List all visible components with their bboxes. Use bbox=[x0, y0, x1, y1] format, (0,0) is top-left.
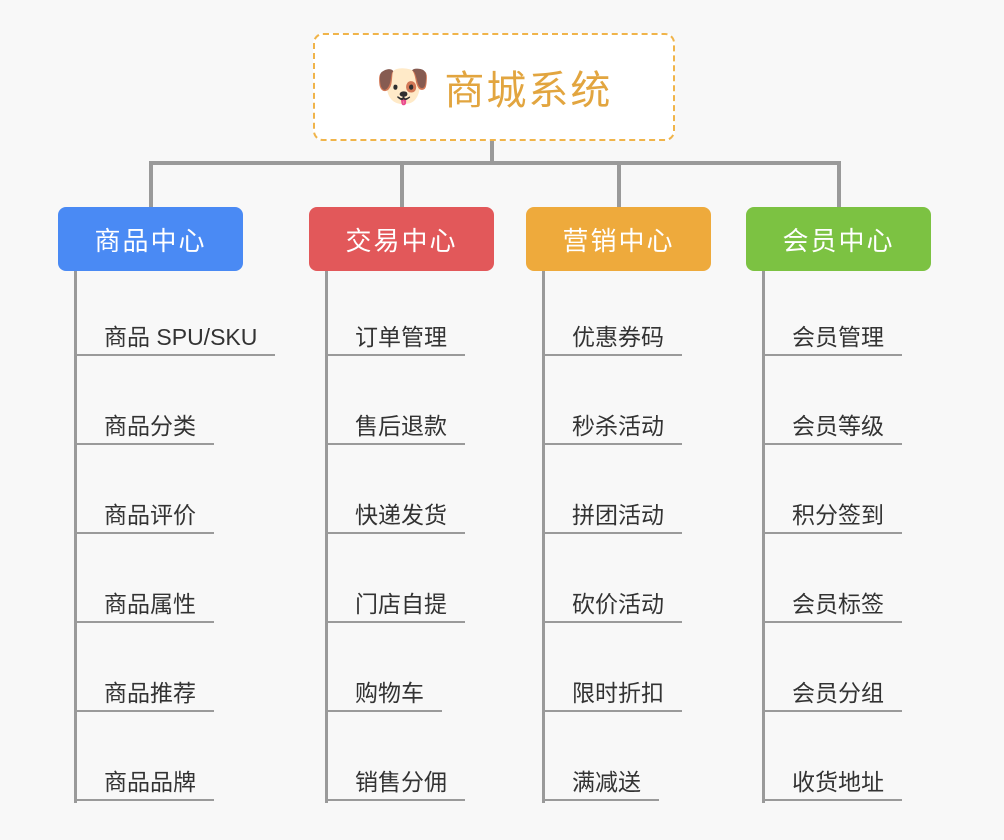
leaf-item-label: 积分签到 bbox=[792, 501, 884, 528]
root-node-title: 商城系统 bbox=[444, 69, 613, 113]
trunk-line-trade-center bbox=[325, 271, 328, 803]
category-marketing-center[interactable]: 营销中心 bbox=[526, 207, 711, 271]
category-label-product-center: 商品中心 bbox=[94, 225, 207, 256]
category-product-center[interactable]: 商品中心 bbox=[58, 207, 243, 271]
trunk-line-product-center bbox=[74, 271, 77, 803]
leaf-item[interactable]: 会员等级 bbox=[762, 399, 902, 445]
leaf-item[interactable]: 商品分类 bbox=[74, 399, 214, 445]
branch-drop-line-trade-center bbox=[399, 161, 404, 207]
leaf-item-label: 订单管理 bbox=[355, 323, 447, 350]
leaf-item[interactable]: 商品品牌 bbox=[74, 755, 214, 801]
category-member-center[interactable]: 会员中心 bbox=[746, 207, 931, 271]
category-label-marketing-center: 营销中心 bbox=[562, 225, 675, 256]
leaf-item-label: 门店自提 bbox=[355, 590, 447, 617]
leaf-item[interactable]: 门店自提 bbox=[325, 577, 465, 623]
leaf-item[interactable]: 会员管理 bbox=[762, 310, 902, 356]
leaf-item-label: 限时折扣 bbox=[572, 679, 664, 706]
leaf-item-label: 商品分类 bbox=[104, 412, 196, 439]
leaf-item-label: 会员管理 bbox=[792, 323, 884, 350]
category-label-trade-center: 交易中心 bbox=[345, 225, 458, 256]
leaf-item-label: 商品品牌 bbox=[104, 768, 196, 795]
leaf-item[interactable]: 砍价活动 bbox=[542, 577, 682, 623]
leaf-item[interactable]: 购物车 bbox=[325, 666, 442, 712]
leaf-item[interactable]: 商品推荐 bbox=[74, 666, 214, 712]
leaf-item[interactable]: 商品属性 bbox=[74, 577, 214, 623]
leaf-item-label: 优惠券码 bbox=[572, 323, 664, 350]
leaf-item-label: 会员等级 bbox=[792, 412, 884, 439]
leaf-item-label: 秒杀活动 bbox=[572, 412, 664, 439]
leaf-item-label: 满减送 bbox=[572, 768, 641, 795]
leaf-item-label: 快递发货 bbox=[355, 501, 447, 528]
leaf-item[interactable]: 满减送 bbox=[542, 755, 659, 801]
leaf-item-label: 拼团活动 bbox=[572, 501, 664, 528]
trunk-line-member-center bbox=[762, 271, 765, 803]
category-trade-center[interactable]: 交易中心 bbox=[309, 207, 494, 271]
leaf-item[interactable]: 优惠券码 bbox=[542, 310, 682, 356]
leaf-item-label: 收货地址 bbox=[792, 768, 884, 795]
category-label-member-center: 会员中心 bbox=[782, 225, 895, 256]
branch-drop-line-product-center bbox=[148, 161, 153, 207]
leaf-item-label: 商品属性 bbox=[104, 590, 196, 617]
leaf-item[interactable]: 收货地址 bbox=[762, 755, 902, 801]
branch-drop-line-member-center bbox=[836, 161, 841, 207]
leaf-item-label: 会员标签 bbox=[792, 590, 884, 617]
leaf-item[interactable]: 商品评价 bbox=[74, 488, 214, 534]
leaf-item-label: 商品推荐 bbox=[104, 679, 196, 706]
leaf-item[interactable]: 限时折扣 bbox=[542, 666, 682, 712]
leaf-item-label: 砍价活动 bbox=[572, 590, 664, 617]
leaf-item[interactable]: 销售分佣 bbox=[325, 755, 465, 801]
leaf-item-label: 售后退款 bbox=[355, 412, 447, 439]
leaf-item[interactable]: 商品 SPU/SKU bbox=[74, 310, 276, 356]
leaf-item[interactable]: 会员标签 bbox=[762, 577, 902, 623]
dog-face-icon: 🐶 bbox=[375, 62, 431, 111]
leaf-item-label: 购物车 bbox=[355, 679, 424, 706]
leaf-item-label: 销售分佣 bbox=[355, 768, 447, 795]
leaf-item[interactable]: 快递发货 bbox=[325, 488, 465, 534]
leaf-item[interactable]: 售后退款 bbox=[325, 399, 465, 445]
leaf-item[interactable]: 积分签到 bbox=[762, 488, 902, 534]
trunk-line-marketing-center bbox=[542, 271, 545, 803]
branch-drop-line-marketing-center bbox=[616, 161, 621, 207]
leaf-item-label: 商品评价 bbox=[104, 501, 196, 528]
root-node-shop-system[interactable]: 🐶 商城系统 bbox=[313, 33, 675, 141]
leaf-item[interactable]: 秒杀活动 bbox=[542, 399, 682, 445]
root-stem-line bbox=[490, 141, 494, 165]
leaf-item[interactable]: 订单管理 bbox=[325, 310, 465, 356]
leaf-item[interactable]: 会员分组 bbox=[762, 666, 902, 712]
leaf-item-label: 会员分组 bbox=[792, 679, 884, 706]
leaf-item-label: 商品 SPU/SKU bbox=[104, 323, 258, 350]
leaf-item[interactable]: 拼团活动 bbox=[542, 488, 682, 534]
horizontal-bus-line bbox=[150, 161, 838, 165]
